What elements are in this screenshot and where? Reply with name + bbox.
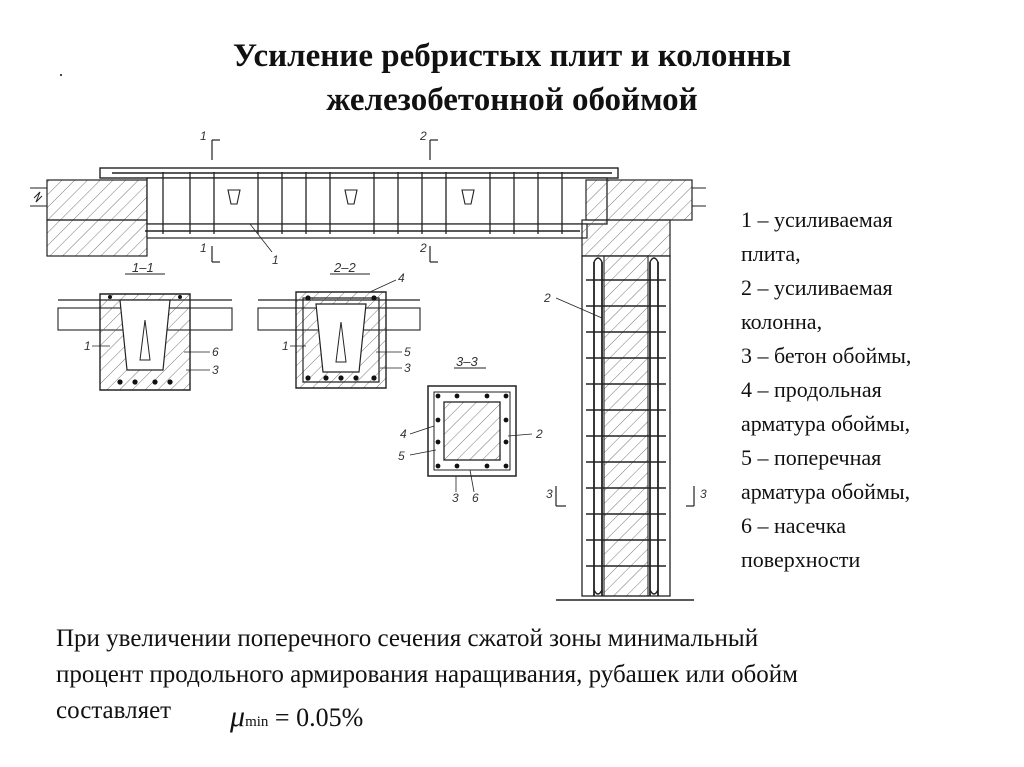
callout-4-section22: 4	[398, 271, 405, 285]
cut-mark-1-top: 1	[200, 129, 207, 143]
section-1-1-title: 1–1	[132, 260, 154, 275]
left-support-base	[46, 219, 148, 257]
cut-mark-1-bottom: 1	[200, 241, 207, 255]
formula-subscript: min	[245, 714, 269, 730]
callout-2-section33: 2	[535, 427, 543, 441]
section-1-1	[57, 273, 233, 391]
callout-5-section33: 5	[398, 449, 405, 463]
legend-line: 5 – поперечная	[741, 445, 882, 470]
cut-mark-2-top: 2	[419, 129, 427, 143]
section-1-1-labels: 1–1 1 6 3	[84, 260, 219, 377]
legend-line: 2 – усиливаемая	[741, 275, 893, 300]
column-labels: 2 3 3	[543, 291, 707, 501]
section-2-2-title: 2–2	[333, 260, 356, 275]
page-title: Усиление ребристых плит и колонны железо…	[0, 34, 1024, 122]
note-line-3: составляет	[56, 697, 172, 724]
callout-3-section11: 3	[212, 363, 219, 377]
callout-3-section22: 3	[404, 361, 411, 375]
formula: μmin = 0.05%	[230, 700, 363, 734]
callout-5-section22: 5	[404, 345, 411, 359]
legend-line: арматура обоймы,	[741, 411, 911, 436]
callout-1-elevation: 1	[272, 253, 279, 267]
callout-2-column: 2	[543, 291, 551, 305]
section-2-2	[257, 273, 421, 389]
title-line-1: Усиление ребристых плит и колонны	[232, 38, 792, 74]
note-paragraph: При увеличении поперечного сечения сжато…	[56, 621, 986, 729]
column-head	[581, 219, 671, 257]
formula-value: = 0.05%	[274, 703, 364, 732]
cut-mark-labels: 1 2 1 2 1	[200, 129, 427, 267]
legend-line: 1 – усиливаемая	[741, 207, 893, 232]
legend-line: плита,	[741, 241, 801, 266]
legend-line: 6 – насечка	[741, 513, 846, 538]
legend-line: поверхности	[741, 547, 861, 572]
callout-1-section22: 1	[282, 339, 289, 353]
callout-6-section33: 6	[472, 491, 479, 505]
cut-mark-3-left: 3	[546, 487, 553, 501]
legend: 1 – усиливаемая плита, 2 – усиливаемая к…	[741, 203, 1011, 577]
callout-4-section33: 4	[400, 427, 407, 441]
section-3-3-labels: 3–3 4 5 2 3 6	[398, 354, 543, 505]
section-3-3	[409, 367, 533, 493]
cut-mark-2-bottom: 2	[419, 241, 427, 255]
legend-line: арматура обоймы,	[741, 479, 911, 504]
legend-line: 3 – бетон обоймы,	[741, 343, 912, 368]
callout-6-section11: 6	[212, 345, 219, 359]
left-support	[46, 179, 148, 221]
legend-line: 4 – продольная	[741, 377, 882, 402]
callout-3-section33: 3	[452, 491, 459, 505]
legend-line: колонна,	[741, 309, 823, 334]
right-support	[585, 179, 693, 221]
section-3-3-title: 3–3	[456, 354, 478, 369]
slab-elevation	[30, 139, 706, 263]
cut-mark-3-right: 3	[700, 487, 707, 501]
callout-1-section11: 1	[84, 339, 91, 353]
formula-symbol: μ	[230, 700, 246, 733]
section-2-2-labels: 2–2 4 1 5 3	[282, 260, 411, 375]
column-elevation	[555, 255, 695, 601]
title-line-2: железобетонной обоймой	[326, 82, 698, 118]
note-line-1: При увеличении поперечного сечения сжато…	[56, 625, 759, 652]
note-line-2: процент продольного армирования наращива…	[56, 661, 798, 688]
stray-dot	[60, 74, 62, 76]
